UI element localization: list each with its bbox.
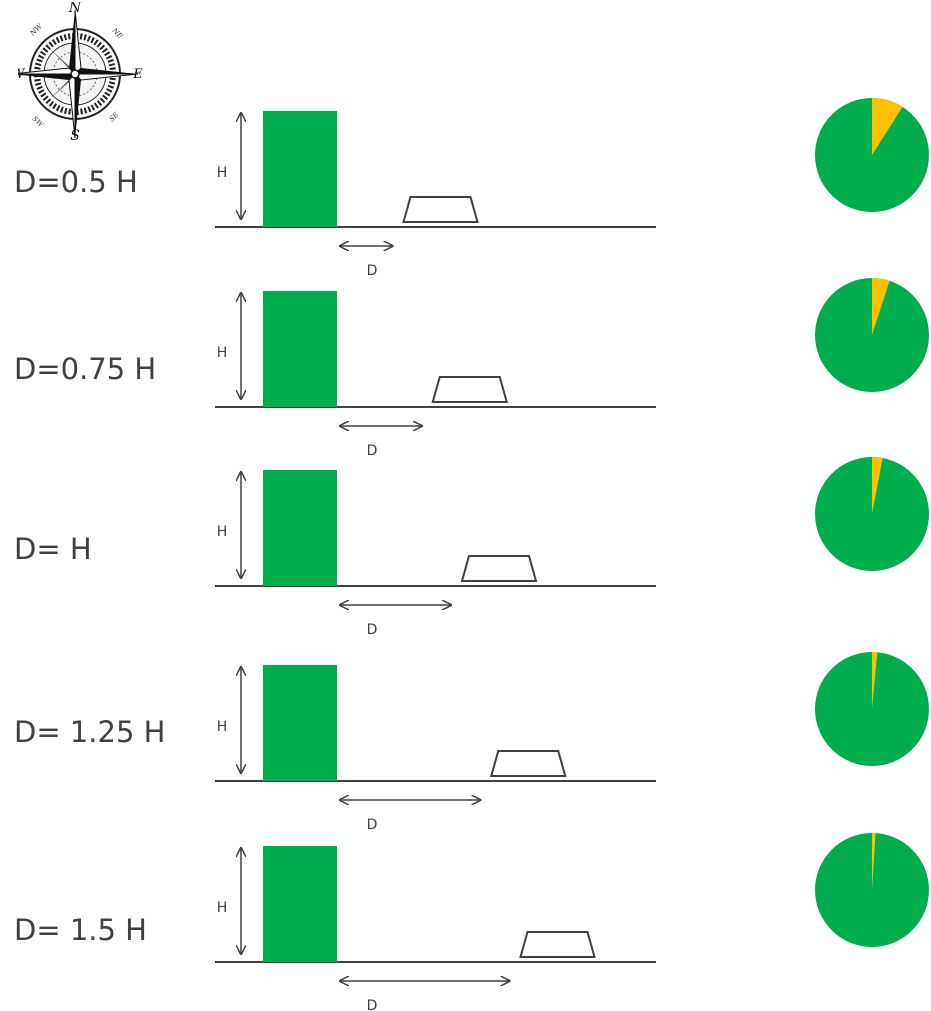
distance-label: D — [367, 998, 378, 1011]
compass-rose-icon: N S E W NW NE SW SE — [18, 2, 143, 142]
receiver-trapezoid — [489, 750, 567, 777]
pie-accent-slice — [872, 652, 878, 709]
diagram-row-3: HD — [215, 457, 929, 638]
diagram-row-5: HD — [215, 833, 929, 1011]
height-label: H — [217, 900, 228, 916]
receiver-trapezoid — [402, 196, 479, 223]
row-label-3: D= H — [14, 532, 92, 566]
pie-accent-slice — [872, 457, 883, 514]
diagram-row-1: HD — [215, 98, 929, 279]
row-label-2: D=0.75 H — [14, 352, 157, 386]
building-block — [263, 111, 337, 227]
building-block — [263, 846, 337, 962]
row-label-4: D= 1.25 H — [14, 715, 166, 749]
compass-west-label: W — [18, 67, 26, 82]
height-label: H — [217, 345, 228, 361]
height-label: H — [217, 524, 228, 540]
row-label-1: D=0.5 H — [14, 165, 138, 199]
distance-label: D — [367, 263, 378, 279]
height-label: H — [217, 165, 228, 181]
compass-south-label: S — [70, 128, 80, 142]
compass-north-label: N — [68, 2, 82, 16]
pie-accent-slice — [872, 278, 890, 335]
receiver-trapezoid — [460, 555, 538, 582]
receiver-trapezoid — [519, 931, 596, 958]
pie-accent-slice — [872, 833, 876, 890]
distance-label: D — [367, 622, 378, 638]
compass-east-label: E — [132, 67, 143, 82]
row-label-5: D= 1.5 H — [14, 913, 147, 947]
distance-label: D — [367, 817, 378, 833]
pie-accent-slice — [872, 98, 903, 155]
height-label: H — [217, 719, 228, 735]
diagram-row-2: HD — [215, 278, 929, 459]
building-block — [263, 470, 337, 586]
distance-label: D — [367, 443, 378, 459]
building-block — [263, 665, 337, 781]
building-block — [263, 291, 337, 407]
receiver-trapezoid — [431, 376, 509, 403]
diagram-row-4: HD — [215, 652, 929, 833]
